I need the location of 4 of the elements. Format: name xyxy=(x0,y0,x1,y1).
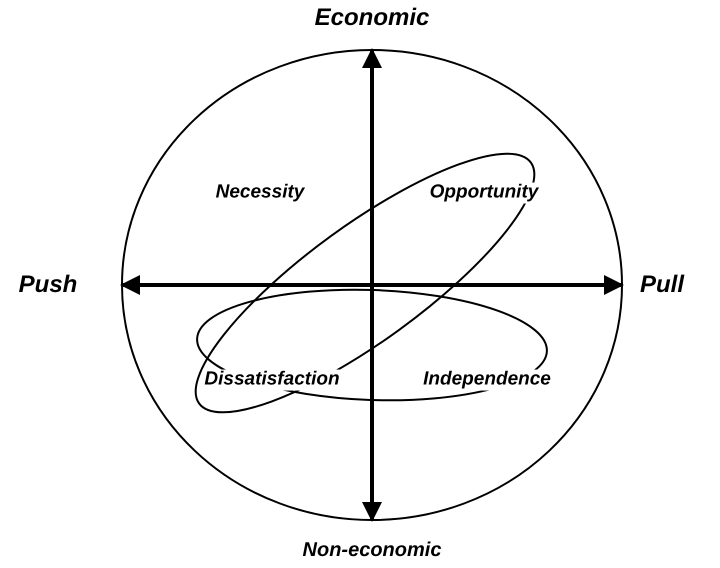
quadrant-label: Independence xyxy=(421,370,553,390)
quadrant-label: Necessity xyxy=(214,182,306,204)
quadrant-label: Dissatisfaction xyxy=(202,370,342,390)
quadrant-label: Opportunity xyxy=(428,182,540,204)
